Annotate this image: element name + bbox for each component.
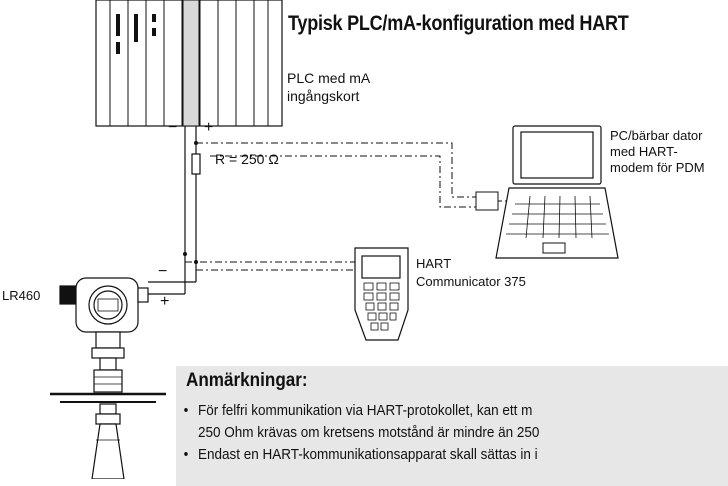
resistor-label: R = 250 Ω xyxy=(215,151,279,167)
laptop-pc xyxy=(495,125,619,259)
device-minus-sign: − xyxy=(158,263,168,280)
communicator-label-line-2: Communicator 375 xyxy=(416,274,526,289)
pc-label-line-1: PC/bärbar dator xyxy=(610,128,703,143)
current-loop-wiring xyxy=(148,126,197,295)
note-item-1-continued: 250 Ohm krävas om kretsens motstånd är m… xyxy=(198,422,539,444)
resistor-symbol xyxy=(191,153,201,175)
plc-label-line-2: ingångskort xyxy=(287,88,360,104)
pc-hart-dashed-link xyxy=(196,142,476,208)
plc-plus-sign: + xyxy=(204,119,214,136)
plc-label-line-1: PLC med mA xyxy=(287,70,371,86)
plc-minus-sign: − xyxy=(168,119,178,136)
note-item-2: • Endast en HART-kommunikationsapparat s… xyxy=(184,444,538,466)
note-bullet: • xyxy=(183,446,189,463)
device-plus-sign: + xyxy=(160,293,170,310)
hart-communicator-device xyxy=(354,247,409,341)
communicator-label-line-1: HART xyxy=(416,256,452,271)
notes-heading: Anmärkningar: xyxy=(186,370,308,391)
communicator-dashed-link xyxy=(185,261,355,271)
lr460-transmitter xyxy=(50,277,166,479)
plc-rack xyxy=(95,0,283,127)
note-text: Endast en HART-kommunikationsapparat ska… xyxy=(198,446,538,463)
diagram-title: Typisk PLC/mA-konfiguration med HART xyxy=(288,12,629,35)
note-text: För felfri kommunikation via HART-protok… xyxy=(198,402,533,419)
pc-label-line-3: modem för PDM xyxy=(610,160,705,175)
hart-modem xyxy=(475,191,499,211)
note-item-1: • För felfri kommunikation via HART-prot… xyxy=(184,400,533,422)
note-text: 250 Ohm krävas om kretsens motstånd är m… xyxy=(198,424,540,441)
pc-label-line-2: med HART- xyxy=(610,144,678,159)
notes-panel: Anmärkningar: • För felfri kommunikation… xyxy=(176,366,728,486)
note-bullet: • xyxy=(183,402,189,419)
lr460-label: LR460 xyxy=(2,288,41,303)
